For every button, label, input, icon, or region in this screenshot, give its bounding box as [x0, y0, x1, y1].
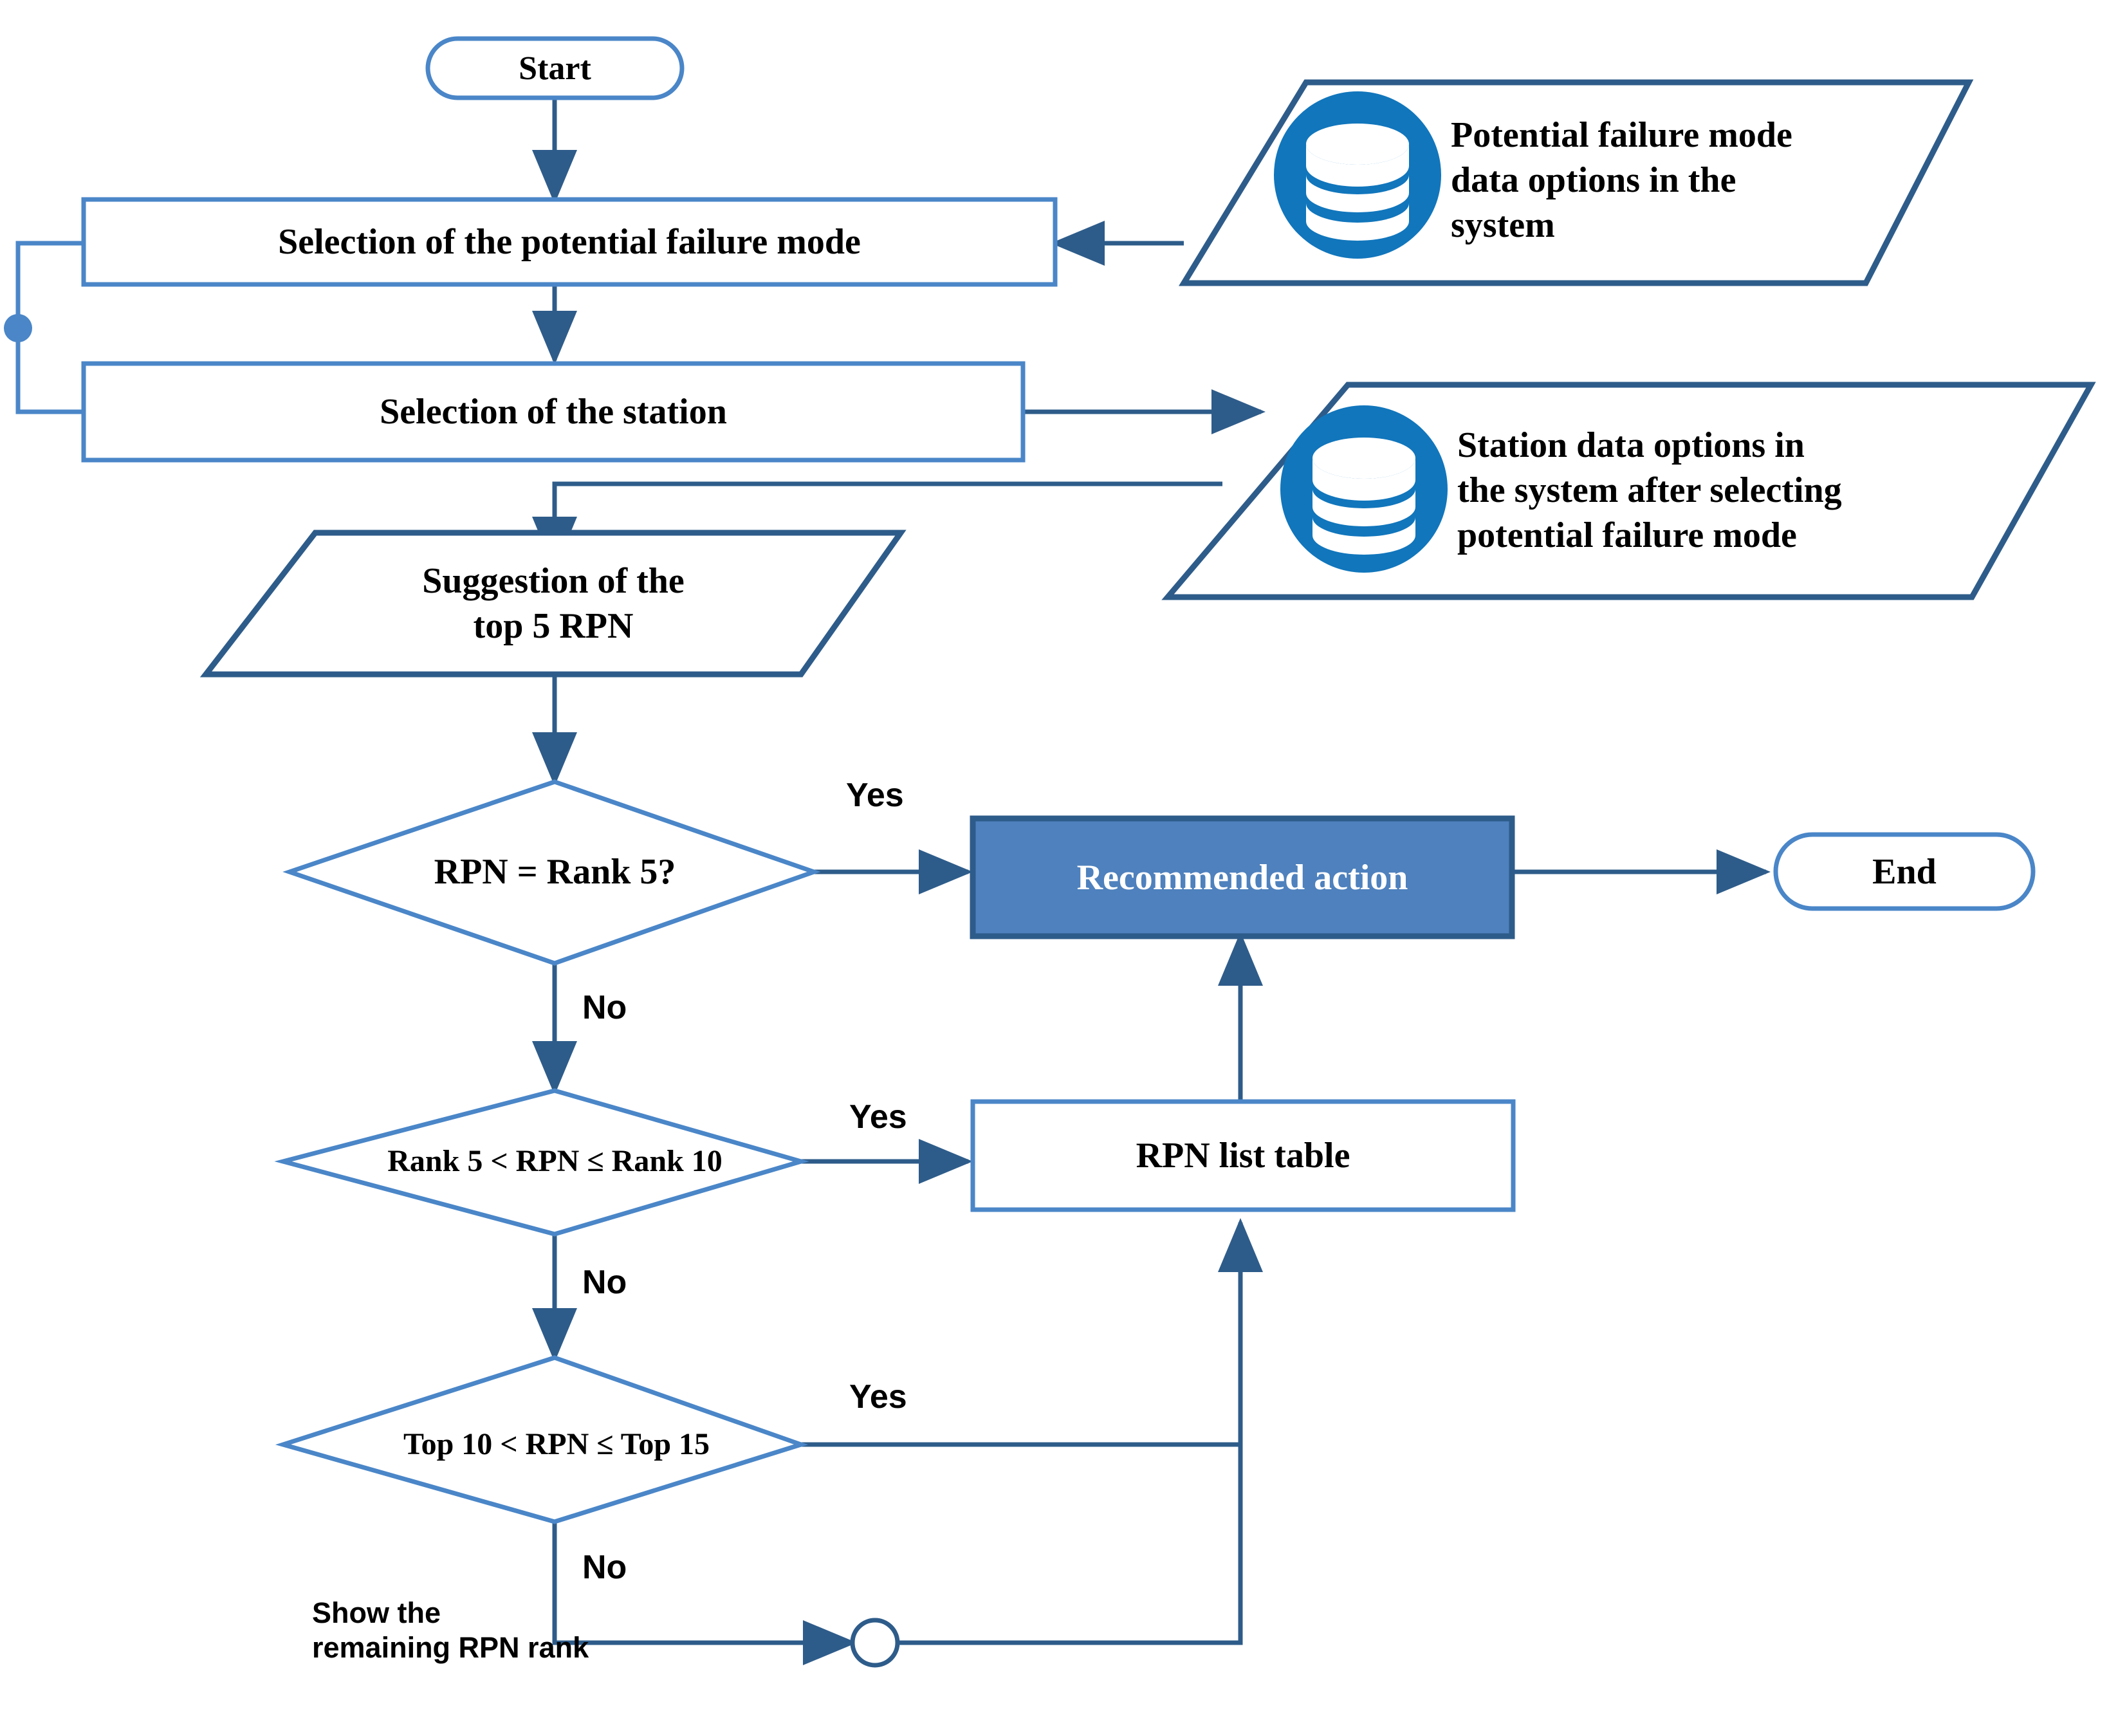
suggestion-top5-shape[interactable] — [199, 530, 907, 678]
rpn-list-table-shape[interactable] — [970, 1099, 1516, 1212]
edge-decision-top10-15-no — [552, 1522, 857, 1665]
edge-label-no-rank5-10: No — [582, 1264, 627, 1301]
edge-label-yes-rank5: Yes — [846, 777, 904, 814]
select-station-shape[interactable] — [81, 361, 1026, 463]
database-icon — [1280, 405, 1448, 573]
edge-decision-top10-15-yes — [801, 1218, 1263, 1447]
junction-dot — [4, 314, 32, 342]
end-terminator-shape[interactable] — [1773, 832, 2036, 911]
database-icon — [1274, 91, 1441, 259]
select-failure-mode-shape[interactable] — [81, 197, 1058, 287]
edge-label-no-top10-15: No — [582, 1549, 627, 1586]
decision-top10-15-shape[interactable] — [275, 1355, 809, 1524]
edge-label-yes-top10-15: Yes — [849, 1378, 907, 1416]
annotation-show-remaining-rpn-rank: Show the remaining RPN rank — [312, 1596, 589, 1664]
edge-label-no-rank5: No — [582, 989, 627, 1026]
edge-label-yes-rank5-10: Yes — [849, 1098, 907, 1136]
decision-rank5-shape[interactable] — [282, 779, 821, 966]
start-terminator-shape[interactable] — [425, 36, 685, 100]
recommended-action-shape[interactable] — [970, 815, 1515, 939]
circle-connector-icon — [850, 1618, 900, 1668]
edge-connector-to-rpn-list-table — [898, 1446, 1243, 1645]
decision-rank5-10-shape[interactable] — [274, 1088, 809, 1237]
